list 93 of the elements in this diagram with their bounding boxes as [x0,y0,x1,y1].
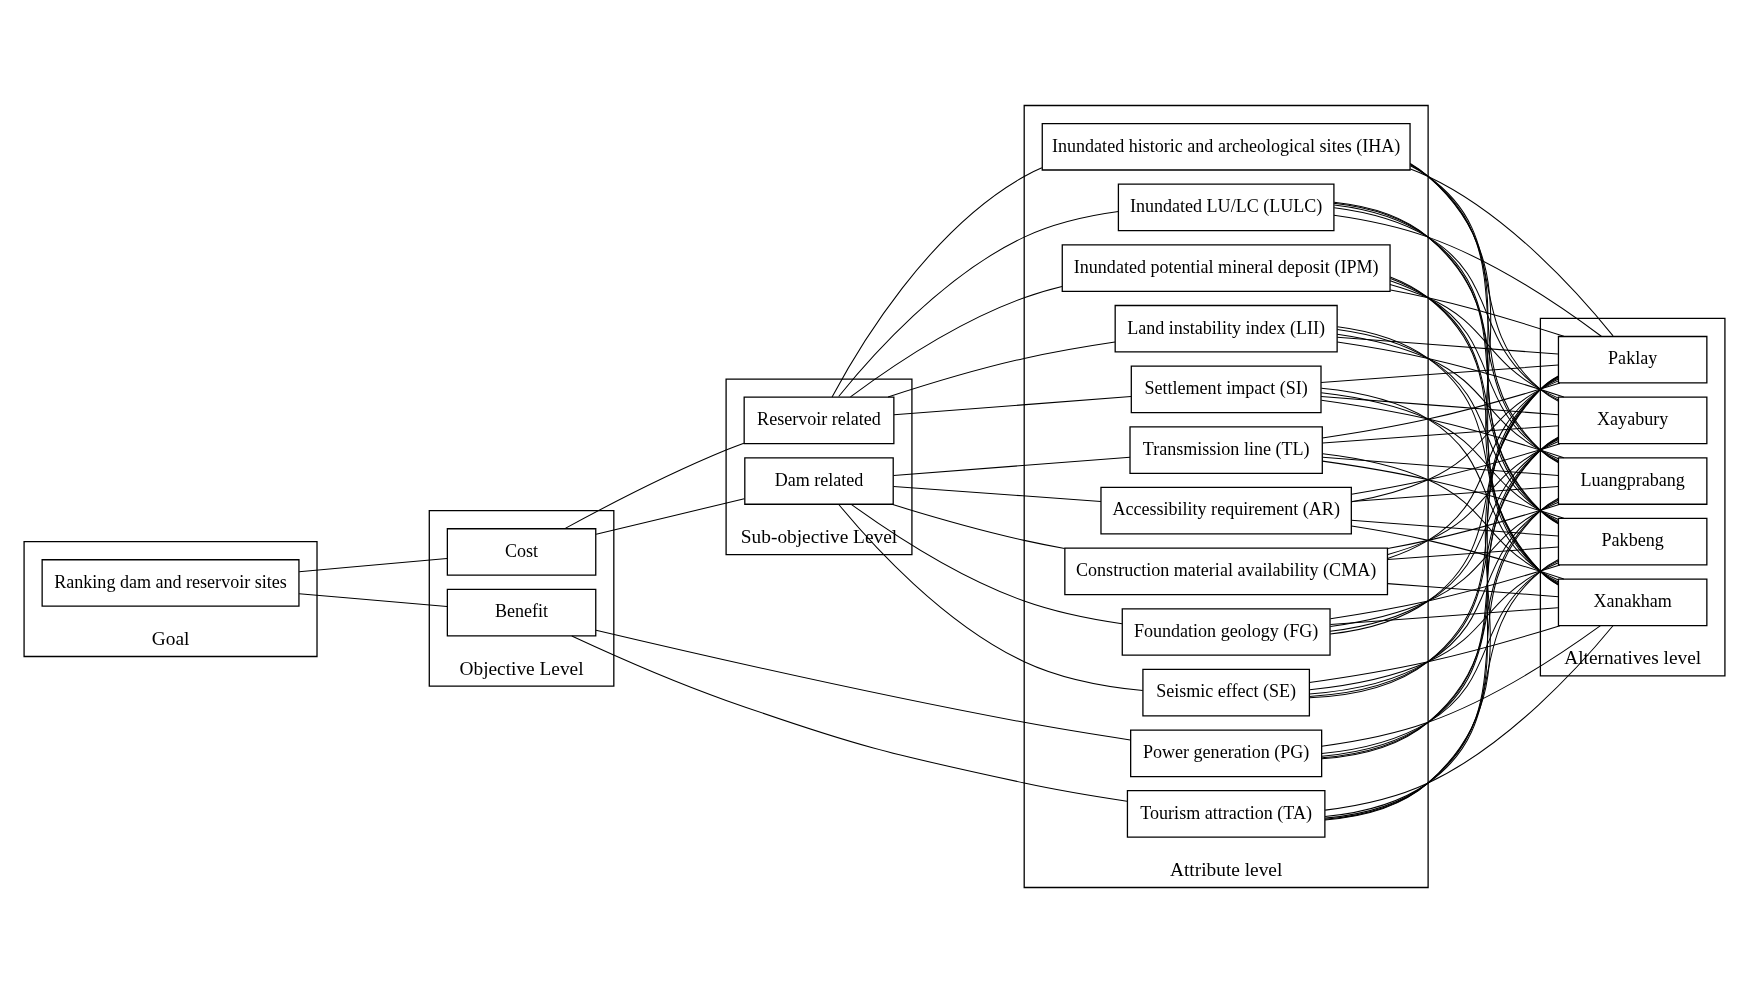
connector [1320,387,1559,583]
node-box: Power generation (PG) [1130,729,1323,778]
node-box: Tourism attraction (TA) [1126,790,1326,838]
connector [595,629,1131,741]
connector [1409,168,1614,337]
connector [1351,380,1559,503]
connector [595,498,745,535]
connector [1336,341,1565,398]
connector [850,503,1123,625]
connector [1387,378,1559,559]
node-box: Land instability index (LII) [1114,304,1338,353]
connector [1308,499,1559,695]
connector [1333,207,1559,401]
connector [1387,441,1559,555]
connector [1324,625,1614,811]
connector [1321,382,1561,439]
node-box: Xayabury [1557,396,1708,445]
connector [1389,289,1565,337]
connector [1321,560,1559,755]
connector [1351,525,1565,580]
connector [1387,546,1559,561]
node-box: Cost [446,528,597,576]
node-box: Foundation geology (FG) [1121,608,1331,656]
node-box: Inundated historic and archeological sites (IHA) [1041,122,1411,171]
connector [1320,399,1565,459]
connector [1336,336,1559,355]
connector [1329,439,1559,632]
connector [1336,328,1559,522]
connector [1409,164,1559,464]
connector [1387,583,1559,598]
node-box: Dam related [744,457,894,505]
node-box: Transmission line (TL) [1129,426,1323,474]
connector [564,442,745,530]
connector [571,635,1128,802]
connector [1321,625,1602,747]
connector [849,286,1063,398]
node-box: Ranking dam and reservoir sites [41,559,300,607]
connector [1320,364,1559,384]
connector [1309,376,1559,699]
connector [1329,607,1559,625]
connector [1321,460,1565,519]
node-box: Inundated LU/LC (LULC) [1117,183,1335,232]
connector [1322,425,1559,444]
connector [1333,201,1559,585]
connector [1321,437,1559,759]
connector [1336,326,1559,584]
node-box: Accessibility requirement (AR) [1100,486,1352,535]
connector [1329,377,1559,635]
connector [1324,559,1559,818]
connector [831,167,1043,398]
connector [1336,333,1559,460]
connector [1324,497,1559,819]
node-box: Reservoir related [743,396,895,445]
node-box: Luangprabang [1557,457,1708,505]
connector [1389,277,1559,523]
connector [838,211,1119,397]
connector [1333,204,1559,463]
node-box: Pakbeng [1557,517,1708,566]
connector [1321,498,1559,757]
connector [1308,625,1561,683]
connector [298,593,448,607]
connector [1329,501,1559,628]
connector [1409,165,1559,402]
connector [1322,456,1559,476]
connector [1350,519,1559,537]
connector [1389,283,1559,399]
connector [1387,503,1561,550]
connector [891,503,1066,550]
connector [838,503,1144,691]
connector [1330,564,1561,620]
connector [298,558,448,573]
connector [893,396,1132,416]
node-box: Benefit [446,588,597,637]
connector [1320,396,1559,416]
connector [1320,392,1559,520]
connector [1308,437,1559,697]
node-box: Xanakham [1557,578,1708,627]
connector [1350,485,1559,503]
connector [887,341,1116,398]
connector [1389,280,1559,462]
connector [1322,453,1559,581]
node-box: Construction material availability (CMA) [1064,547,1389,596]
node-box: Settlement impact (SI) [1130,365,1322,414]
connector [1309,562,1559,691]
connector [1351,443,1561,495]
node-box: Paklay [1557,335,1708,384]
connector [1389,276,1559,585]
connector [893,456,1131,476]
connector [1333,214,1602,337]
node-box: Seismic effect (SE) [1142,668,1311,717]
connector [1333,202,1559,524]
node-box: Inundated potential mineral deposit (IPM) [1061,244,1391,292]
connector [893,485,1102,503]
